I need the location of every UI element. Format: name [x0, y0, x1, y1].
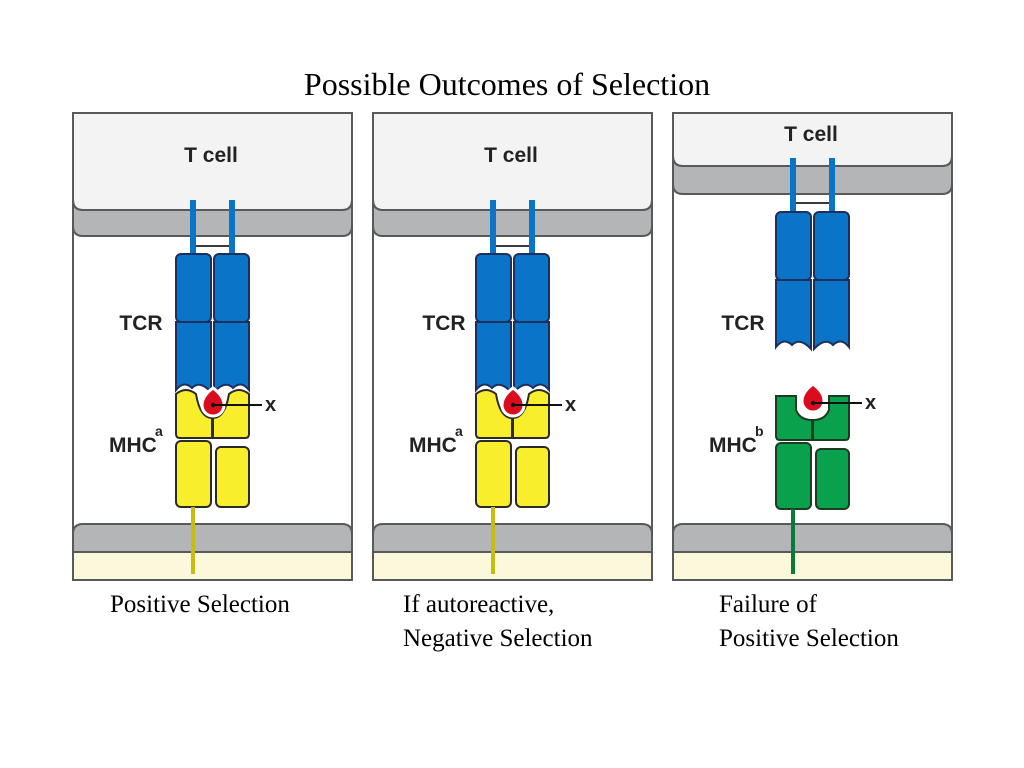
tcr-alpha-constant-domain — [175, 253, 212, 323]
peptide-drop — [200, 386, 226, 418]
mhc-molecule — [775, 395, 850, 574]
tcr-molecule — [775, 158, 850, 352]
tcr-beta-variable-domain — [213, 321, 250, 395]
peptide-drop — [800, 382, 826, 414]
apc-membrane — [72, 523, 353, 553]
tcr-beta-variable-domain — [513, 321, 550, 395]
mhc-alpha3-domain — [175, 440, 212, 508]
tcr-alpha-constant-domain — [475, 253, 512, 323]
peptide-label: x — [265, 394, 276, 416]
apc-membrane — [372, 523, 653, 553]
peptide-x — [800, 382, 862, 414]
beta2-microglobulin — [815, 448, 850, 510]
caption-line: Failure of — [719, 591, 817, 618]
mhc-label: MHC — [709, 434, 757, 457]
tcr-alpha-variable-domain — [175, 321, 212, 395]
tcr-alpha-constant-domain — [775, 211, 812, 281]
tcr-beta-constant-domain — [813, 211, 850, 281]
mhc-superscript: a — [155, 423, 163, 439]
caption-line: Positive Selection — [719, 625, 899, 652]
tcr-molecule — [175, 200, 250, 395]
t-cell-label: T cell — [184, 144, 238, 167]
t-cell-label: T cell — [784, 123, 838, 146]
peptide-x — [200, 386, 262, 418]
mhc-superscript: b — [755, 423, 764, 439]
peptide-label: x — [865, 392, 876, 414]
caption-failure-of-positive-selection: Failure of Positive Selection — [719, 588, 899, 656]
panel-negative-selection: T cell TCR x MHC a — [372, 112, 653, 581]
slide-title: Possible Outcomes of Selection — [303, 66, 711, 102]
t-cell-membrane — [72, 199, 353, 237]
apc-body — [72, 551, 353, 581]
tcr-alpha-variable-domain — [775, 279, 812, 352]
mhc-label: MHC — [409, 434, 457, 457]
tcr-beta-constant-domain — [513, 253, 550, 323]
apc-membrane — [672, 523, 953, 553]
tcr-label: TCR — [721, 312, 764, 335]
mhc-molecule — [475, 389, 550, 574]
mhc-alpha3-domain — [775, 442, 812, 510]
apc-body — [672, 551, 953, 581]
t-cell-membrane — [672, 155, 953, 195]
beta2-microglobulin — [515, 446, 550, 508]
apc-body — [372, 551, 653, 581]
tcr-beta-variable-domain — [813, 279, 850, 352]
peptide-drop — [500, 386, 526, 418]
mhc-label: MHC — [109, 434, 157, 457]
t-cell-label: T cell — [484, 144, 538, 167]
tcr-molecule — [475, 200, 550, 395]
beta2-microglobulin — [215, 446, 250, 508]
mhc-alpha1-domain — [175, 389, 213, 439]
caption-positive-selection: Positive Selection — [110, 588, 290, 622]
mhc-alpha1-domain — [475, 389, 513, 439]
caption-negative-selection: If autoreactive, Negative Selection — [403, 588, 593, 656]
caption-line: Negative Selection — [403, 625, 593, 652]
tcr-label: TCR — [422, 312, 465, 335]
panel-positive-selection: T cell TCR x MHC a — [72, 112, 353, 581]
caption-line: If autoreactive, — [403, 591, 555, 618]
t-cell-membrane — [372, 199, 653, 237]
tcr-beta-constant-domain — [213, 253, 250, 323]
mhc-alpha2-domain — [812, 395, 850, 441]
peptide-label: x — [565, 394, 576, 416]
caption-line: Positive Selection — [110, 591, 290, 618]
mhc-alpha3-domain — [475, 440, 512, 508]
panel-failure-of-positive-selection: T cell TCR x MHC b — [672, 112, 953, 581]
peptide-x — [500, 386, 562, 418]
mhc-superscript: a — [455, 423, 463, 439]
tcr-label: TCR — [119, 312, 162, 335]
tcr-alpha-variable-domain — [475, 321, 512, 395]
